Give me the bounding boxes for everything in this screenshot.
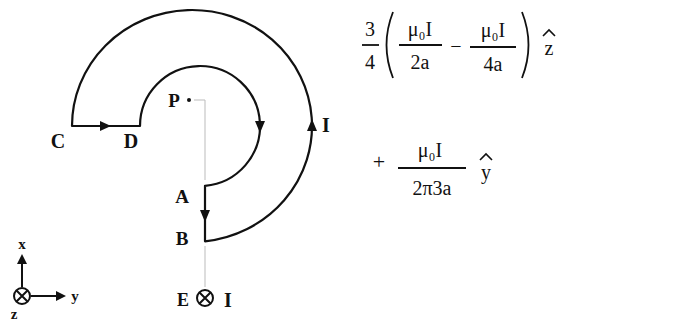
equation-term: 4a [484,54,503,74]
equation-term: 3 [365,19,375,39]
into-page-symbol [200,293,211,304]
current-arrow [255,121,265,133]
axis-arrow [17,254,27,264]
axis-origin [14,288,30,304]
equation-term: + [373,151,385,173]
point-label: D [124,131,138,151]
equation-term: z [545,38,554,58]
fraction-bar [362,44,379,46]
current-loop [72,10,312,241]
current-label: I [322,115,330,135]
point-label: P [168,91,180,110]
point-label: B [176,229,189,248]
equation-term: 2a [411,52,430,72]
current-arrow [307,119,317,131]
axis-line [31,295,58,297]
guide-line [205,246,206,287]
point-dot [187,98,191,102]
axis-label: y [71,289,79,304]
equation-term: μ₀I [481,20,505,40]
equation-term: 2π3a [413,178,452,198]
point-label: A [175,187,189,206]
fraction-bar [398,167,466,169]
current-label: I [224,290,232,310]
guide-line [194,100,205,180]
parenthesis [522,12,529,78]
equation-term: 4 [365,52,375,72]
point-label: C [51,131,65,151]
current-arrow [100,121,111,131]
axis-label: x [18,237,26,252]
equation-term: μ₀I [408,19,432,39]
unit-vector-hat [543,30,555,36]
current-arrow [200,210,210,222]
equation-term: y [481,162,491,182]
axis-label: z [11,307,18,322]
parenthesis [387,12,394,78]
equation-term: − [450,36,461,56]
equation-term: μ₀I [418,140,442,160]
into-page-symbol [197,290,213,306]
fraction-bar [470,46,516,48]
axis-origin [17,291,28,302]
unit-vector-hat [480,154,492,160]
axis-arrow [56,291,66,301]
wire-label: E [177,291,189,309]
axis-line [21,262,23,287]
fraction-bar [399,44,442,46]
